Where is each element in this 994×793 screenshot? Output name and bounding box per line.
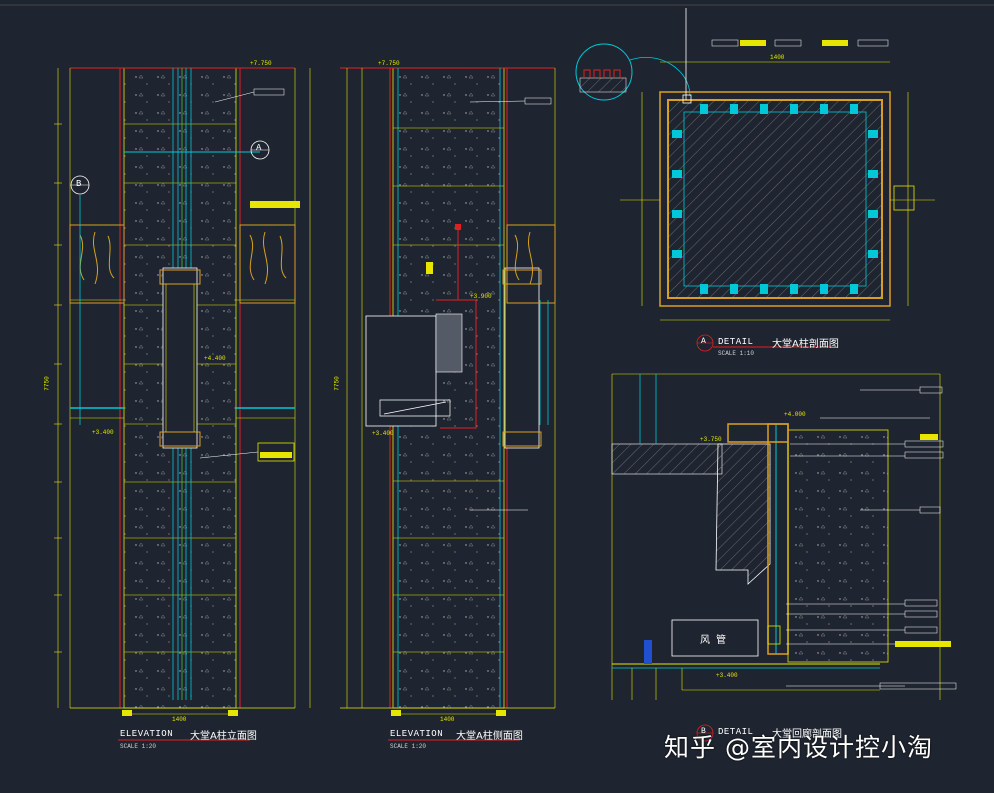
side-width-dim: 1400 [440,716,455,723]
detail-a-code: DETAIL [718,337,754,347]
level-side-mid: +3.900 [470,293,492,300]
detail-a-section [575,8,935,352]
level-low-front: +3.400 [92,429,114,436]
level-top-front: +7.750 [250,60,272,67]
detail-b-title: 大堂回廊剖面图 [772,729,842,740]
detail-a-bubble[interactable]: A [701,337,706,346]
front-elevation-title: 大堂A柱立面图 [190,731,257,742]
detail-a-title: 大堂A柱剖面图 [772,339,839,350]
level-top-side: +7.750 [378,60,400,67]
detail-a-scale: SCALE 1:10 [718,350,755,357]
detail-b-bubble[interactable]: B [701,727,706,736]
watermark: 知乎 @室内设计控小淘 [664,733,933,762]
front-elevation-scale: SCALE 1:20 [120,743,157,750]
level-low-side: +3.400 [372,430,394,437]
side-total-dim: 7750 [333,376,341,391]
front-total-dim: 7750 [43,376,51,391]
section-marker-b[interactable]: B [76,179,82,189]
duct-label: 风管 [700,635,732,646]
front-elevation-code: ELEVATION [120,729,174,739]
level-detail-top: +4.000 [784,411,806,418]
section-marker-a[interactable]: A [256,143,262,153]
level-mid-front: +4.400 [204,355,226,362]
front-width-dim: 1400 [172,716,187,723]
level-detail-mid: +3.750 [700,436,722,443]
detail-b-code: DETAIL [718,727,754,737]
side-elevation-title: 大堂A柱侧面图 [456,731,523,742]
front-elevation [54,67,311,716]
detail-width-dim: 1400 [770,54,785,61]
level-detail-low: +3.400 [716,672,738,679]
side-elevation [340,67,556,716]
side-elevation-scale: SCALE 1:20 [390,743,427,750]
detail-b-section [611,373,957,742]
side-elevation-code: ELEVATION [390,729,444,739]
duct-box [671,619,759,657]
